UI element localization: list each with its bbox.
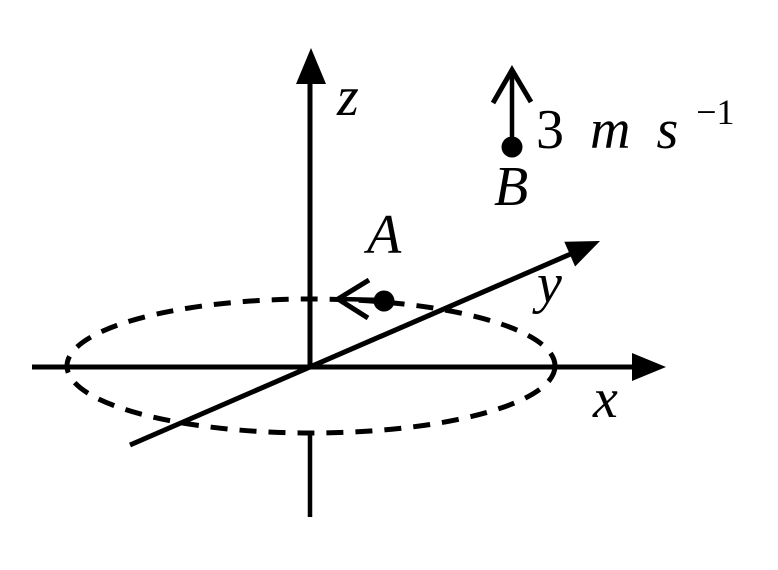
- particle-b-velocity-arrowhead: [490, 65, 534, 105]
- particle-a-label: A: [363, 204, 402, 266]
- velocity-exponent: −1: [696, 92, 734, 132]
- y-axis-arrowhead: [564, 241, 600, 267]
- x-axis-label: x: [592, 368, 618, 430]
- particle-b-dot: [501, 136, 523, 158]
- z-axis-label: z: [336, 66, 359, 128]
- y-axis-label: y: [532, 253, 562, 315]
- velocity-value: 3: [536, 99, 564, 161]
- x-axis-arrowhead: [632, 353, 666, 381]
- y-axis-line: [129, 250, 574, 448]
- velocity-unit-s: s: [656, 99, 678, 161]
- particle-b-label: B: [494, 156, 528, 218]
- velocity-magnitude-label: 3 m s −1: [536, 92, 735, 161]
- velocity-unit-m: m: [590, 99, 630, 161]
- particle-a-dot: [373, 290, 395, 312]
- particle-a-velocity-arrowhead: [333, 277, 371, 321]
- z-axis-arrowhead: [296, 48, 326, 84]
